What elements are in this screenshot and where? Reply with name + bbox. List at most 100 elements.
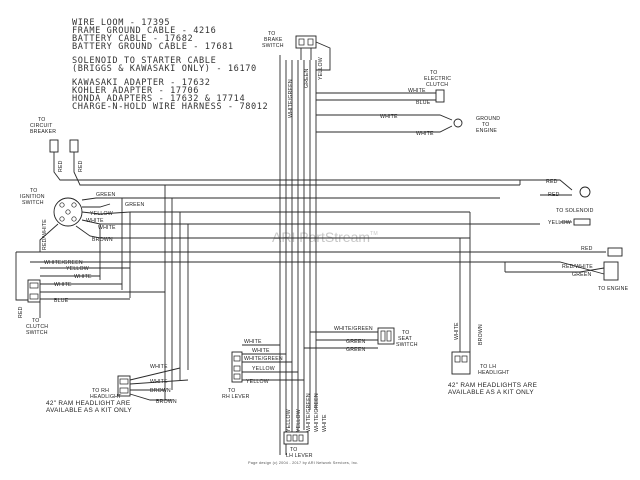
rh-headlight-label-1: TO RH — [92, 388, 109, 394]
rh-headlight: WHITE WHITE BROWN BROWN TO RH HEADLIGHT … — [46, 364, 189, 414]
harness-trunk — [16, 55, 580, 455]
title-line-10: CHARGE-N-HOLD WIRE HARNESS - 78012 — [72, 102, 268, 112]
watermark-tm: TM — [370, 231, 378, 237]
seat-label-2: SEAT — [398, 336, 413, 342]
title-line-8: KOHLER ADAPTER - 17706 — [72, 86, 199, 96]
rh-lever-label-1: TO — [228, 388, 236, 394]
cl-wire-red: RED — [18, 306, 24, 318]
lh-wire-brown: BROWN — [478, 324, 484, 345]
lh-note-line-2: AVAILABLE AS A KIT ONLY — [448, 389, 534, 396]
solenoid: RED RED YELLOW TO SOLENOID — [519, 179, 593, 226]
eng-wire-red: RED — [581, 246, 593, 252]
clutch-label-1: TO — [32, 318, 40, 324]
copyright: Page design (c) 2004 - 2017 by ARI Netwo… — [248, 461, 358, 465]
title-line-9: HONDA ADAPTERS - 17632 & 17714 — [72, 94, 245, 104]
sol-wire-yellow: YELLOW — [548, 220, 571, 226]
seat-label-1: TO — [402, 330, 410, 336]
watermark: ARI PartStream — [272, 229, 370, 245]
title-line-6: (BRIGGS & KAWASAKI ONLY) - 16170 — [72, 64, 257, 74]
brake-switch: TO BRAKE SWITCH WHITE/GREEN GREEN YELLOW — [262, 31, 331, 118]
clutch-switch: WHITE/GREEN YELLOW WHITE WHITE BLUE RED … — [15, 252, 165, 336]
rl-wire-white-1: WHITE — [244, 339, 262, 345]
lh-lever-label-1: TO — [290, 447, 298, 453]
lh-headlight-connector — [451, 351, 471, 375]
ground-label-2: TO — [482, 122, 490, 128]
clutch-wire-white: WHITE — [408, 88, 426, 94]
electric-clutch-label-3: CLUTCH — [426, 82, 448, 88]
electric-clutch: TO ELECTRIC CLUTCH WHITE BLUE — [316, 70, 451, 106]
breaker-wire-red-2: RED — [78, 160, 84, 172]
cl-wire-yellow: YELLOW — [66, 266, 89, 272]
clutch-label-2: CLUTCH — [26, 324, 48, 330]
brake-wire-white-green: WHITE/GREEN — [288, 79, 294, 118]
rh-headlight-label-2: HEADLIGHT — [90, 394, 122, 400]
ign-wire-yellow: YELLOW — [90, 211, 113, 217]
ll-wire-white-green-1: WHITE/GREEN — [306, 393, 312, 432]
seat-wire-green: GREEN — [346, 339, 366, 345]
breaker-wire-red-1: RED — [58, 160, 64, 172]
lh-note-line-1: 42" RAM HEADLIGHTS ARE — [448, 382, 537, 389]
lh-headlight-label-2: HEADLIGHT — [478, 370, 510, 376]
electric-clutch-connector — [435, 89, 445, 103]
ign-wire-red-white: RED/WHITE — [42, 219, 48, 250]
rl-wire-white-green: WHITE/GREEN — [244, 356, 283, 362]
cl-wire-white: WHITE — [74, 274, 92, 280]
ground-wire-white-1: WHITE — [380, 114, 398, 120]
seat-label-3: SWITCH — [396, 342, 418, 348]
rh-wire-brown-2: BROWN — [156, 399, 177, 405]
ign-wire-green: GREEN — [96, 192, 116, 198]
ll-wire-white-green-2: WHITE/GREEN — [314, 393, 320, 432]
brake-wire-yellow: YELLOW — [318, 57, 324, 80]
title-line-2: FRAME GROUND CABLE - 4216 — [72, 26, 216, 36]
engine-plug-red — [607, 247, 623, 257]
breaker-terminal-left — [49, 139, 59, 153]
rh-wire-white-2: WHITE — [150, 379, 168, 385]
ll-wire-yellow-1: YELLOW — [286, 409, 292, 432]
engine-connector: RED RED/WHITE GREEN TO ENGINE — [505, 246, 629, 292]
rh-note-line-2: AVAILABLE AS A KIT ONLY — [46, 407, 132, 414]
title-line-7: KAWASAKI ADAPTER - 17632 — [72, 78, 211, 88]
electric-clutch-label-2: ELECTRIC — [424, 76, 451, 82]
solenoid-ring-terminal — [579, 186, 591, 198]
ign-wire-brown: BROWN — [92, 237, 113, 243]
rl-wire-yellow-1: YELLOW — [252, 366, 275, 372]
solenoid-spade-terminal — [573, 218, 591, 226]
title-line-3: BATTERY CABLE - 17682 — [72, 34, 193, 44]
rh-wire-brown-1: BROWN — [150, 388, 171, 394]
eng-wire-red-white: RED/WHITE — [562, 264, 593, 270]
eng-wire-green: GREEN — [572, 272, 592, 278]
lh-lever-label-2: LH LEVER — [286, 453, 313, 459]
ground-ring-terminal — [453, 118, 463, 128]
seat-switch-connector — [377, 327, 395, 345]
ign-wire-white-2: WHITE — [98, 225, 116, 231]
circuit-breaker-label-2: CIRCUIT — [30, 123, 53, 129]
ll-wire-yellow-2: YELLOW — [296, 409, 302, 432]
brake-label-2: BRAKE — [264, 37, 283, 43]
rl-wire-yellow-2: YELLOW — [246, 379, 269, 385]
ignition-switch: TO IGNITION SWITCH GREEN GREEN YELLOW WH… — [20, 188, 145, 252]
engine-plug-main — [603, 261, 619, 281]
rh-lever: WHITE WHITE WHITE/GREEN YELLOW YELLOW TO… — [222, 339, 304, 400]
breaker-terminal-right — [69, 139, 79, 153]
title-block: WIRE LOOM - 17395 FRAME GROUND CABLE - 4… — [72, 18, 268, 112]
ground-wire-white-2: WHITE — [416, 131, 434, 137]
ll-wire-white: WHITE — [322, 414, 328, 432]
lh-headlight: WHITE BROWN TO LH HEADLIGHT 42" RAM HEAD… — [448, 320, 537, 396]
lh-headlight-label-1: TO LH — [480, 364, 496, 370]
rh-wire-white-1: WHITE — [150, 364, 168, 370]
circuit-breaker: TO CIRCUIT BREAKER RED RED — [30, 117, 110, 186]
circuit-breaker-label-3: BREAKER — [30, 129, 56, 135]
ign-wire-white: WHITE — [86, 218, 104, 224]
cl-wire-white-green: WHITE/GREEN — [44, 260, 83, 266]
clutch-label-3: SWITCH — [26, 330, 48, 336]
lh-wire-white: WHITE — [454, 322, 460, 340]
brake-label-1: TO — [268, 31, 276, 37]
engine-label: TO ENGINE — [598, 286, 629, 292]
cl-wire-white-2: WHITE — [54, 282, 72, 288]
ign-wire-green-2: GREEN — [125, 202, 145, 208]
electric-clutch-label-1: TO — [430, 70, 438, 76]
ignition-label-3: SWITCH — [22, 200, 44, 206]
ground-label-1: GROUND — [476, 116, 500, 122]
